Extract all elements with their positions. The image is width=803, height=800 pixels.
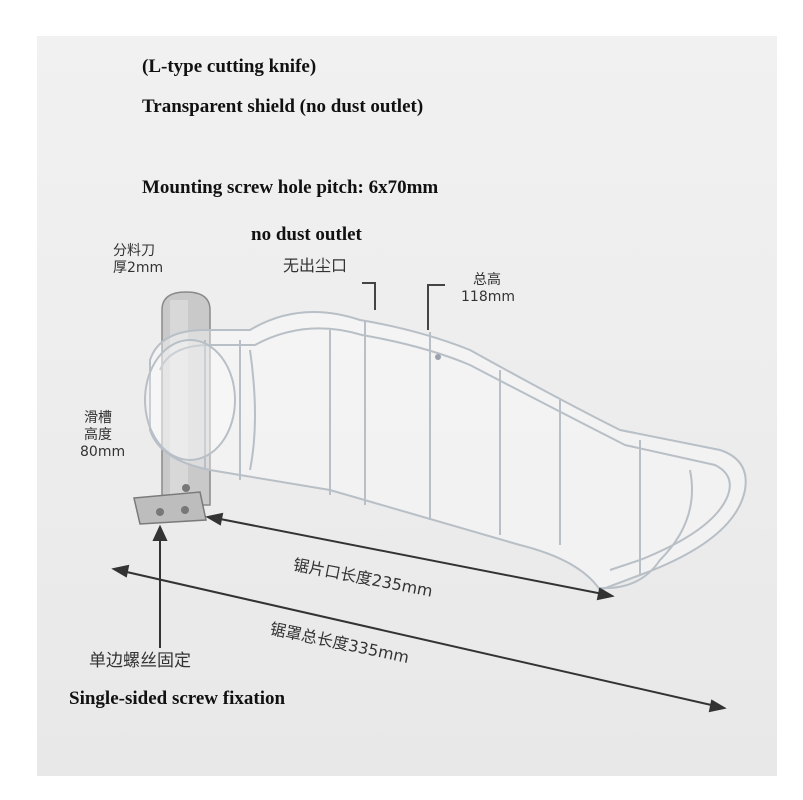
knife-type-label: (L-type cutting knife) xyxy=(142,56,317,77)
screw-fixation-label: Single-sided screw fixation xyxy=(69,688,286,709)
transparent-shield-body xyxy=(144,311,747,592)
total-height-label: 总高 118mm xyxy=(461,272,515,305)
shield-label: Transparent shield (no dust outlet) xyxy=(142,96,424,117)
dust-outlet-bracket xyxy=(362,282,376,310)
slot-height-label: 滑槽 高度 80mm xyxy=(80,410,126,460)
single-side-screw-cn: 单边螺丝固定 xyxy=(89,651,191,671)
product-photo-background xyxy=(37,36,777,776)
screw-fixation-arrow xyxy=(152,524,168,648)
no-dust-outlet-label: no dust outlet xyxy=(251,224,362,245)
hole-pitch-label: Mounting screw hole pitch: 6x70mm xyxy=(142,177,439,198)
guard-total-length-arrow xyxy=(111,564,727,713)
riving-knife-label: 分料刀 厚2mm xyxy=(113,243,164,276)
total-height-bracket xyxy=(427,284,445,330)
blade-opening-arrow xyxy=(205,512,615,601)
no-dust-outlet-cn: 无出尘口 xyxy=(283,256,348,275)
